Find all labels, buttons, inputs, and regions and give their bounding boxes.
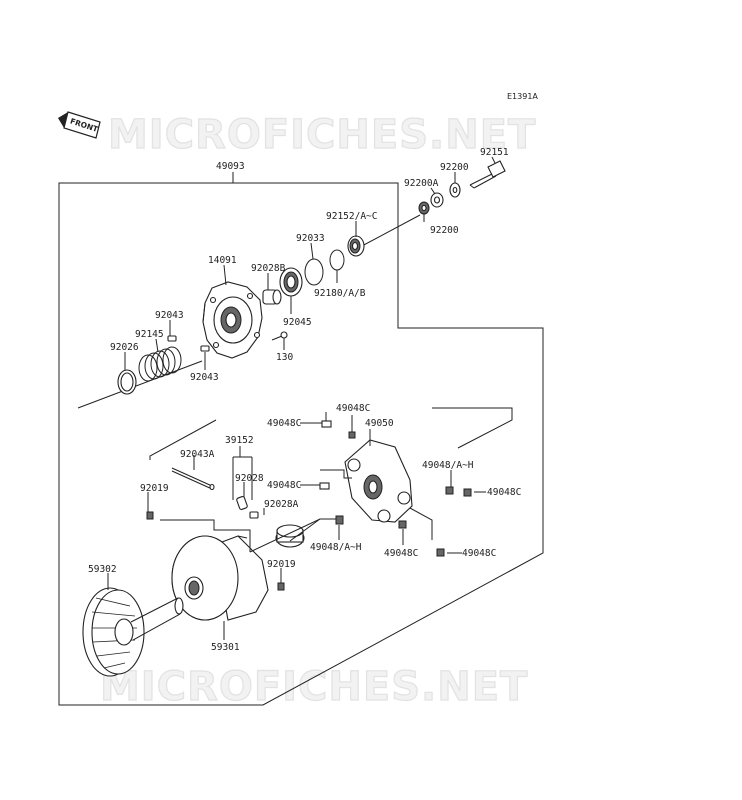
nut-49048-right xyxy=(445,486,454,495)
bushing-92028 xyxy=(236,496,248,510)
watermark-bottom: MICROFICHES.NET xyxy=(100,664,528,710)
label-49050: 49050 xyxy=(365,418,394,429)
bearing-92152 xyxy=(347,235,365,257)
collar-92028b xyxy=(262,289,282,305)
label-49048c-b: 49048C xyxy=(267,418,301,429)
nut-49048c-f xyxy=(436,548,445,557)
spring-92145 xyxy=(138,346,182,382)
nut-49048c-b xyxy=(348,431,356,439)
nut-49048c-c xyxy=(319,482,330,490)
pin-92043a xyxy=(171,467,215,491)
screw-92019-right xyxy=(277,582,285,591)
moveable-sheave-59301 xyxy=(171,535,269,621)
screw-92019-left xyxy=(146,511,154,520)
label-92019-left: 92019 xyxy=(140,483,169,494)
label-92200-bottom: 92200 xyxy=(430,225,459,236)
label-59302: 59302 xyxy=(88,564,117,575)
ring-92033 xyxy=(304,258,324,286)
label-92152: 92152/A~C xyxy=(326,211,377,222)
roller-arm-49050 xyxy=(344,439,413,523)
label-92028: 92028 xyxy=(235,473,264,484)
sleeve xyxy=(275,518,321,548)
label-49048c-e: 49048C xyxy=(384,548,418,559)
label-92019-right: 92019 xyxy=(267,559,296,570)
fixed-sheave-59302 xyxy=(82,587,184,677)
spider-14091 xyxy=(202,281,263,359)
label-14091: 14091 xyxy=(208,255,237,266)
watermark-top: MICROFICHES.NET xyxy=(108,112,536,158)
label-49048ah-right: 49048/A~H xyxy=(422,460,474,471)
label-49093: 49093 xyxy=(216,161,245,172)
label-49048c-a: 49048C xyxy=(336,403,370,414)
assembly-frame xyxy=(58,172,544,706)
label-92026: 92026 xyxy=(110,342,139,353)
nut-49048-bottom xyxy=(335,515,344,525)
label-92200a: 92200A xyxy=(404,178,439,189)
shim-92180 xyxy=(329,249,345,271)
label-92043-top: 92043 xyxy=(155,310,184,321)
label-49048c-c: 49048C xyxy=(267,480,301,491)
diagram-code: E1391A xyxy=(507,92,538,101)
nut-49048c-d xyxy=(398,520,407,529)
bushing-92028a xyxy=(249,511,259,519)
label-92028a: 92028A xyxy=(264,499,299,510)
label-92043a: 92043A xyxy=(180,449,215,460)
label-49048c-f: 49048C xyxy=(462,548,496,559)
label-92151: 92151 xyxy=(480,147,509,158)
screw-130 xyxy=(271,331,288,341)
bolt-92151 xyxy=(469,160,506,189)
label-130: 130 xyxy=(276,352,293,363)
bearing-92045 xyxy=(279,267,303,297)
leader-lines xyxy=(107,156,513,640)
label-49048ah-bottom: 49048/A~H xyxy=(310,542,362,553)
label-92145: 92145 xyxy=(135,329,164,340)
pin-92043-top xyxy=(167,335,177,342)
label-92043-bottom: 92043 xyxy=(190,372,219,383)
label-92045: 92045 xyxy=(283,317,312,328)
pin-92043-bottom xyxy=(200,345,210,352)
front-arrow-icon: FRONT xyxy=(58,111,101,139)
label-92180: 92180/A/B xyxy=(314,288,366,299)
label-49048c-d: 49048C xyxy=(487,487,521,498)
label-92028b: 92028B xyxy=(251,263,286,274)
label-92200-top: 92200 xyxy=(440,162,469,173)
bracket-39152 xyxy=(232,456,253,500)
nut-49048c-e xyxy=(463,488,472,497)
nut-49048c-a xyxy=(321,420,332,428)
label-39152: 39152 xyxy=(225,435,254,446)
label-92033: 92033 xyxy=(296,233,325,244)
label-59301: 59301 xyxy=(211,642,240,653)
